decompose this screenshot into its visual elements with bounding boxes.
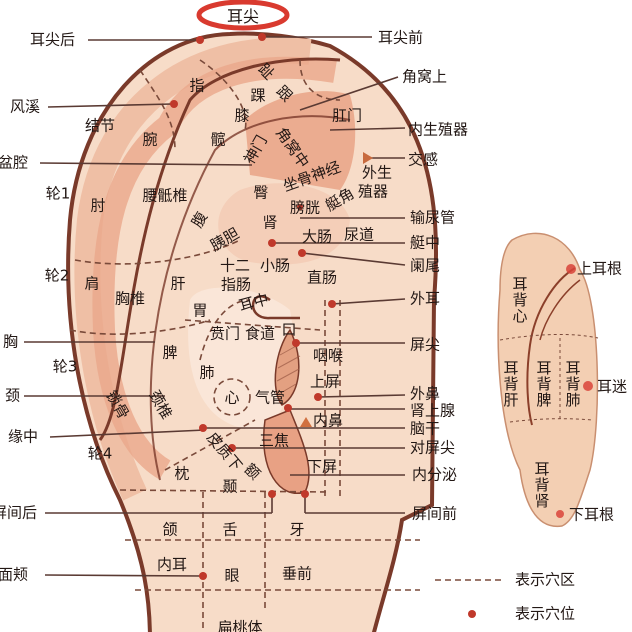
region-label: 内耳 [156, 555, 188, 574]
legend-point-label: 表示穴位 [515, 604, 576, 623]
region-label: 舌 [222, 520, 238, 539]
region-label: 踝 [250, 86, 266, 105]
back-ear-region: 耳背脾 [534, 360, 553, 408]
right-label: 内生殖器 [408, 120, 469, 139]
region-label: 腰骶椎 [142, 186, 188, 205]
antihelix-band [92, 56, 337, 480]
region-label: 尿道 [343, 225, 375, 244]
region-label: 颞 [222, 477, 238, 496]
inner-nose-triangle [300, 417, 312, 427]
cymba-concha [218, 183, 350, 265]
sympathetic-triangle [363, 152, 373, 164]
region-label: 三焦 [258, 431, 290, 450]
region-label: 上屏 [309, 372, 341, 391]
region-label: 垂前 [281, 564, 313, 583]
region-label: 肝 [170, 274, 186, 293]
left-label: 胸 [3, 332, 19, 351]
region-label: 颌 [162, 520, 178, 539]
region-label: 食道 [244, 324, 276, 343]
region-label: 胸椎 [114, 289, 146, 308]
region-label: 内鼻 [312, 411, 344, 430]
region-label: 轮2 [44, 266, 70, 285]
region-label: 肘 [90, 196, 106, 215]
region-label: 大肠 [301, 227, 333, 246]
ear-back-outline [497, 232, 599, 527]
region-label: 轮3 [52, 357, 78, 376]
back-ear-label: 耳迷 [597, 377, 628, 396]
region-label: 臀 [253, 183, 269, 202]
left-label: 耳尖后 [30, 30, 76, 49]
region-label: 下屏 [306, 457, 338, 476]
region-label: 肛门 [331, 106, 363, 125]
right-label: 艇中 [410, 233, 441, 252]
region-label: 殖器 [357, 182, 389, 201]
region-label: 口 [281, 320, 297, 339]
region-label: 腕 [142, 130, 158, 149]
region-label: 贲门 [209, 324, 241, 343]
region-label: 扁桃体 [217, 618, 263, 632]
right-label: 屏尖 [410, 335, 441, 354]
region-label: 牙 [289, 520, 305, 539]
right-label: 脑干 [410, 419, 441, 438]
right-label: 阑尾 [410, 256, 441, 275]
region-label: 结节 [84, 116, 116, 135]
region-label: 外生 [361, 163, 393, 182]
region-label: 气管 [254, 388, 286, 407]
left-label: 屏间后 [0, 503, 38, 522]
region-label: 肺 [199, 363, 215, 382]
right-label: 对屏尖 [410, 438, 456, 457]
back-ear-region: 耳背心 [510, 276, 529, 324]
left-label: 缘中 [8, 427, 39, 446]
region-label: 直肠 [306, 268, 338, 287]
back-ear-label: 上耳根 [577, 259, 623, 278]
right-label: 内分泌 [412, 465, 458, 484]
region-label: 轮4 [87, 444, 113, 463]
right-label: 外耳 [410, 289, 441, 308]
region-label: 轮1 [45, 184, 71, 203]
ear-apex-ring [196, 0, 290, 31]
back-ear-region: 耳背肝 [501, 360, 520, 408]
back-ear-region: 耳背肺 [563, 360, 582, 408]
cavum-concha [188, 287, 294, 430]
region-label: 心 [224, 388, 240, 407]
back-ear-label: 下耳根 [569, 505, 615, 524]
helix-band [74, 37, 312, 501]
region-label: 十二 [219, 256, 251, 275]
right-label: 角窝上 [402, 67, 448, 86]
region-label: 眼 [224, 566, 240, 585]
region-label: 髋 [210, 130, 226, 149]
region-label: 胃 [192, 301, 208, 320]
left-label: 风溪 [10, 97, 41, 116]
left-label: 面颊 [0, 565, 29, 584]
region-label: 指肠 [220, 275, 252, 294]
ear-apex-label: 耳尖 [226, 7, 260, 26]
region-label: 脾 [162, 343, 178, 362]
back-ear-region: 耳背肾 [532, 461, 551, 509]
legend-point-dot [468, 610, 476, 618]
left-label: 盆腔 [0, 153, 29, 172]
right-label: 肾上腺 [410, 401, 456, 420]
region-label: 膀胱 [289, 198, 321, 217]
region-label: 枕 [174, 464, 190, 483]
right-label: 外鼻 [410, 384, 441, 403]
right-label: 屏间前 [412, 504, 458, 523]
region-label: 指 [189, 76, 205, 95]
region-label: 小肠 [259, 256, 291, 275]
region-label: 肩 [84, 274, 100, 293]
right-label: 输尿管 [410, 208, 456, 227]
region-label: 肾 [262, 213, 278, 232]
legend-zone-label: 表示穴区 [515, 570, 576, 589]
left-label: 颈 [5, 386, 21, 405]
region-label: 咽喉 [312, 346, 344, 365]
right-label: 耳尖前 [378, 28, 424, 47]
right-label: 交感 [408, 150, 439, 169]
region-label: 膝 [234, 106, 250, 125]
